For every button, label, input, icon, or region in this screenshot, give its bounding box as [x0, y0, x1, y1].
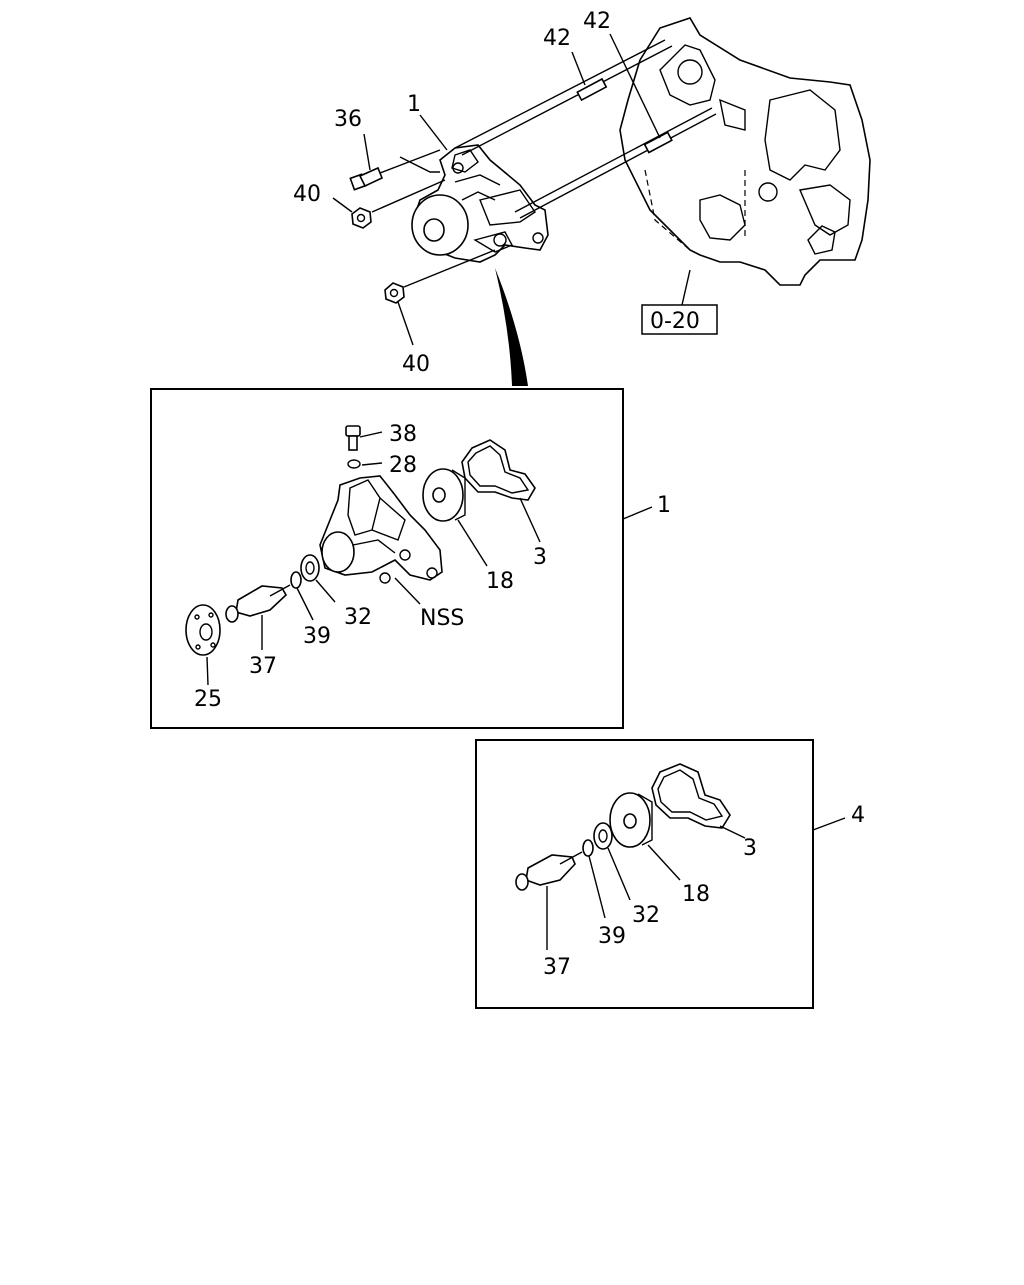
- callout-37-box4: 37: [543, 955, 571, 980]
- impeller-18: [422, 468, 466, 522]
- callout-25: 25: [194, 687, 222, 712]
- callout-40-top: 40: [293, 182, 321, 207]
- nut-40-lower: [384, 249, 496, 304]
- leader-lines-top: [332, 33, 691, 346]
- callout-39-box1: 39: [303, 624, 331, 649]
- box1-label: 1: [657, 493, 671, 518]
- callout-18-box4: 18: [682, 882, 710, 907]
- shaft-bearing-37-box1: [225, 584, 291, 623]
- callout-36: 36: [334, 107, 362, 132]
- callout-3-box1: 3: [533, 545, 547, 570]
- pump-body: [319, 475, 443, 584]
- box4-label: 4: [851, 803, 865, 828]
- nut-40-upper: [351, 179, 446, 229]
- seal-32-box1: [300, 554, 320, 582]
- ref-box-label: 0-20: [650, 309, 700, 334]
- callout-32-box1: 32: [344, 605, 372, 630]
- callout-3-box4: 3: [743, 836, 757, 861]
- stud-bolts: [454, 39, 717, 219]
- bolt-36: [349, 149, 441, 191]
- leader-lines-box1: [206, 431, 541, 686]
- callout-37-box1: 37: [249, 654, 277, 679]
- water-pump-assembly: [411, 144, 549, 263]
- detail-pointer: [495, 268, 528, 386]
- detail-box-1: [150, 388, 624, 729]
- seal-32-box4: [593, 822, 613, 850]
- gasket-3-box4: [651, 763, 731, 829]
- ring-39-box4: [582, 839, 594, 857]
- engine-front-cover: [619, 17, 871, 286]
- callout-38: 38: [389, 422, 417, 447]
- callout-18-box1: 18: [486, 569, 514, 594]
- callout-28: 28: [389, 453, 417, 478]
- shaft-bearing-37-box4: [515, 851, 583, 891]
- pulley-flange-25: [185, 604, 221, 656]
- bolt-38: [345, 425, 361, 451]
- callout-39-box4: 39: [598, 924, 626, 949]
- ref-box-frame: [641, 304, 718, 335]
- box1-leader: [622, 506, 653, 520]
- box4-leader: [812, 817, 846, 831]
- washer-28: [347, 459, 361, 469]
- detail-box-4: [475, 739, 814, 1009]
- callout-nss: NSS: [420, 606, 464, 631]
- gasket-3-box1: [461, 439, 536, 501]
- leader-lines-box4: [546, 825, 746, 950]
- callout-42-a: 42: [543, 26, 571, 51]
- callout-42-b: 42: [583, 9, 611, 34]
- ring-39-box1: [290, 571, 302, 589]
- callout-1-top: 1: [407, 92, 421, 117]
- callout-40-bottom: 40: [402, 352, 430, 377]
- impeller-18-box4: [609, 792, 653, 848]
- callout-32-box4: 32: [632, 903, 660, 928]
